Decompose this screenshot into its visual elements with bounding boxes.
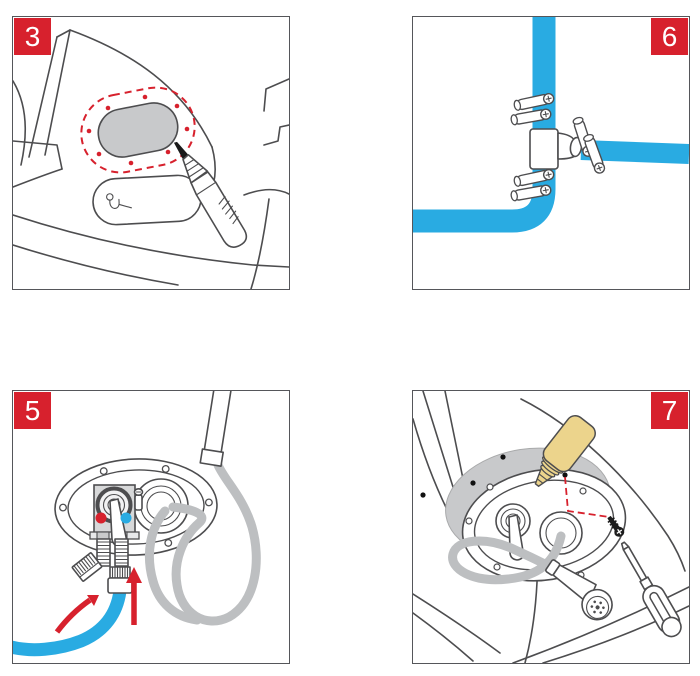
step-number-badge: 3 — [14, 18, 51, 55]
spray-head — [545, 559, 613, 621]
step-number-badge: 6 — [651, 18, 688, 55]
cutout-template — [97, 102, 179, 158]
attach-arrow — [126, 567, 142, 625]
hot-indicator-dot — [95, 512, 107, 524]
glovebox-recess — [92, 174, 202, 226]
supply-pipe — [13, 589, 127, 657]
mixer-valve — [89, 484, 144, 547]
console-outline — [13, 29, 289, 289]
step-5-illustration — [13, 391, 261, 657]
shower-hose — [448, 531, 566, 585]
tee-fitting — [529, 128, 583, 170]
step-7-illustration — [413, 391, 689, 663]
red-dashed-guide — [564, 476, 610, 518]
step-panel-5: 5 — [12, 390, 290, 664]
drill-marking-outline — [80, 86, 196, 174]
sealant-bottle — [534, 414, 596, 488]
attach-arrow — [54, 595, 99, 634]
step-panel-6: 6 — [412, 16, 690, 290]
swivel-nut — [71, 552, 103, 582]
screw-position-dots — [420, 454, 568, 498]
drill-marks — [86, 94, 190, 166]
shower-hose — [144, 460, 261, 626]
step-panel-3: 3 — [12, 16, 290, 290]
threaded-connector — [96, 538, 111, 567]
marker-pen — [173, 141, 248, 248]
threaded-connector — [114, 538, 129, 567]
step-6-illustration — [413, 17, 689, 233]
step-number-badge: 5 — [14, 392, 51, 429]
step-panel-7: 7 — [412, 390, 690, 664]
cold-indicator-dot — [120, 512, 132, 524]
screw — [607, 515, 625, 537]
screwdriver — [620, 541, 682, 638]
step-number-badge: 7 — [651, 392, 688, 429]
shower-wand — [199, 391, 233, 467]
side-fitting — [133, 488, 144, 511]
step-3-illustration — [13, 29, 289, 289]
